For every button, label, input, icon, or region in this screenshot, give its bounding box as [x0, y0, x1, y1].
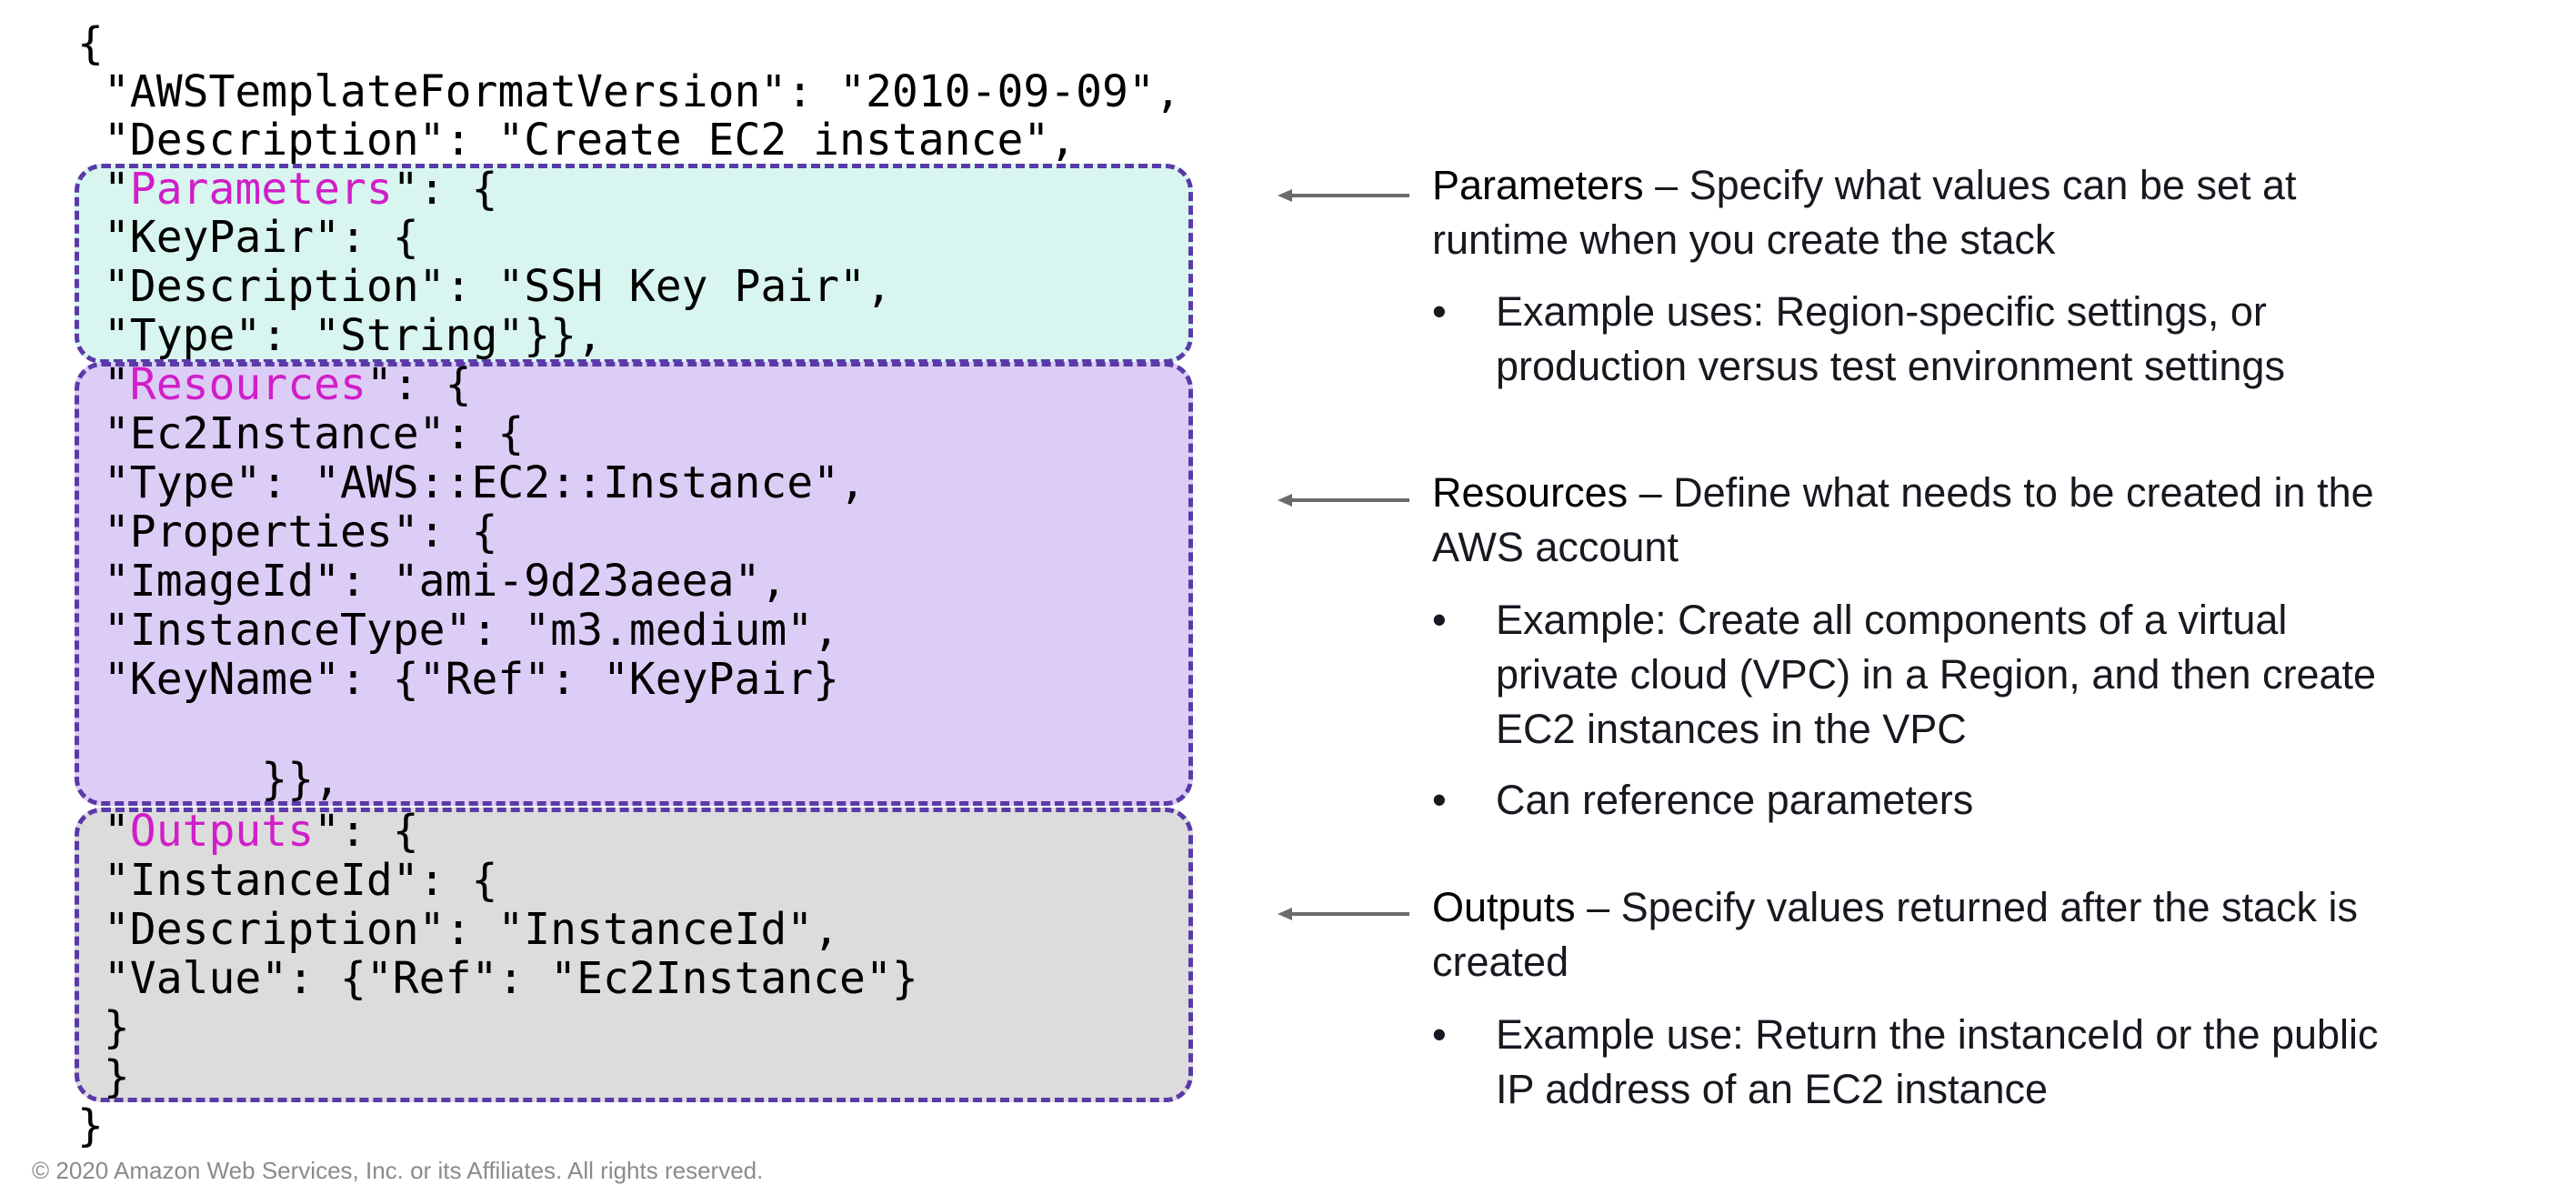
resources-keyword: Resources: [129, 359, 366, 410]
outputs-keyword: Outputs: [129, 806, 315, 857]
code-line: "KeyPair": {: [77, 212, 419, 263]
explanation-panel: Parameters – Specify what values can be …: [1278, 0, 2576, 1185]
code-line: }},: [77, 754, 340, 805]
parameters-keyword: Parameters: [129, 164, 393, 215]
arrow-left-icon: [1278, 908, 1409, 920]
outputs-heading: Outputs – Specify values returned after …: [1432, 884, 2359, 930]
code-line: "InstanceType": "m3.medium",: [77, 605, 840, 656]
resources-section-box: [75, 362, 1193, 806]
outputs-term: Outputs: [1432, 884, 1576, 930]
code-line: "Description": "InstanceId",: [77, 904, 840, 955]
parameters-heading-cont: runtime when you create the stack: [1432, 216, 2056, 263]
code-line: }: [77, 1002, 130, 1053]
code-line: "ImageId": "ami-9d23aeea",: [77, 556, 787, 607]
code-line-resources-key: "Resources": {: [77, 359, 472, 410]
code-line: "Ec2Instance": {: [77, 408, 525, 459]
code-line: }: [77, 1100, 104, 1151]
template-code-panel: { "AWSTemplateFormatVersion": "2010-09-0…: [0, 0, 1218, 1185]
code-line: "InstanceId": {: [77, 855, 498, 906]
outputs-section-box: [75, 808, 1193, 1102]
code-line: "Type": "AWS::EC2::Instance",: [77, 457, 866, 508]
code-line-parameters-key: "Parameters": {: [77, 164, 498, 215]
code-line-outputs-key: "Outputs": {: [77, 806, 419, 857]
outputs-heading-cont: created: [1432, 939, 1569, 985]
resources-term: Resources: [1432, 469, 1629, 516]
resources-heading-cont: AWS account: [1432, 524, 1679, 570]
parameters-section-box: [75, 164, 1193, 364]
code-line: "AWSTemplateFormatVersion": "2010-09-09"…: [77, 66, 1181, 117]
code-line: "KeyName": {"Ref": "KeyPair}: [77, 654, 840, 705]
code-line: }: [77, 1051, 130, 1102]
code-line: "Value": {"Ref": "Ec2Instance"}: [77, 953, 918, 1004]
code-line: "Description": "SSH Key Pair",: [77, 261, 892, 312]
arrow-left-icon: [1278, 189, 1409, 202]
code-line: "Type": "String"}},: [77, 310, 603, 361]
copyright-footer: © 2020 Amazon Web Services, Inc. or its …: [32, 1157, 764, 1184]
code-line: "Description": "Create EC2 instance",: [77, 115, 1077, 166]
resources-heading: Resources – Define what needs to be crea…: [1432, 469, 2374, 516]
arrow-left-icon: [1278, 494, 1409, 507]
parameters-heading: Parameters – Specify what values can be …: [1432, 162, 2297, 208]
code-line: "Properties": {: [77, 507, 498, 557]
code-line: {: [77, 18, 104, 69]
parameters-term: Parameters: [1432, 162, 1644, 208]
